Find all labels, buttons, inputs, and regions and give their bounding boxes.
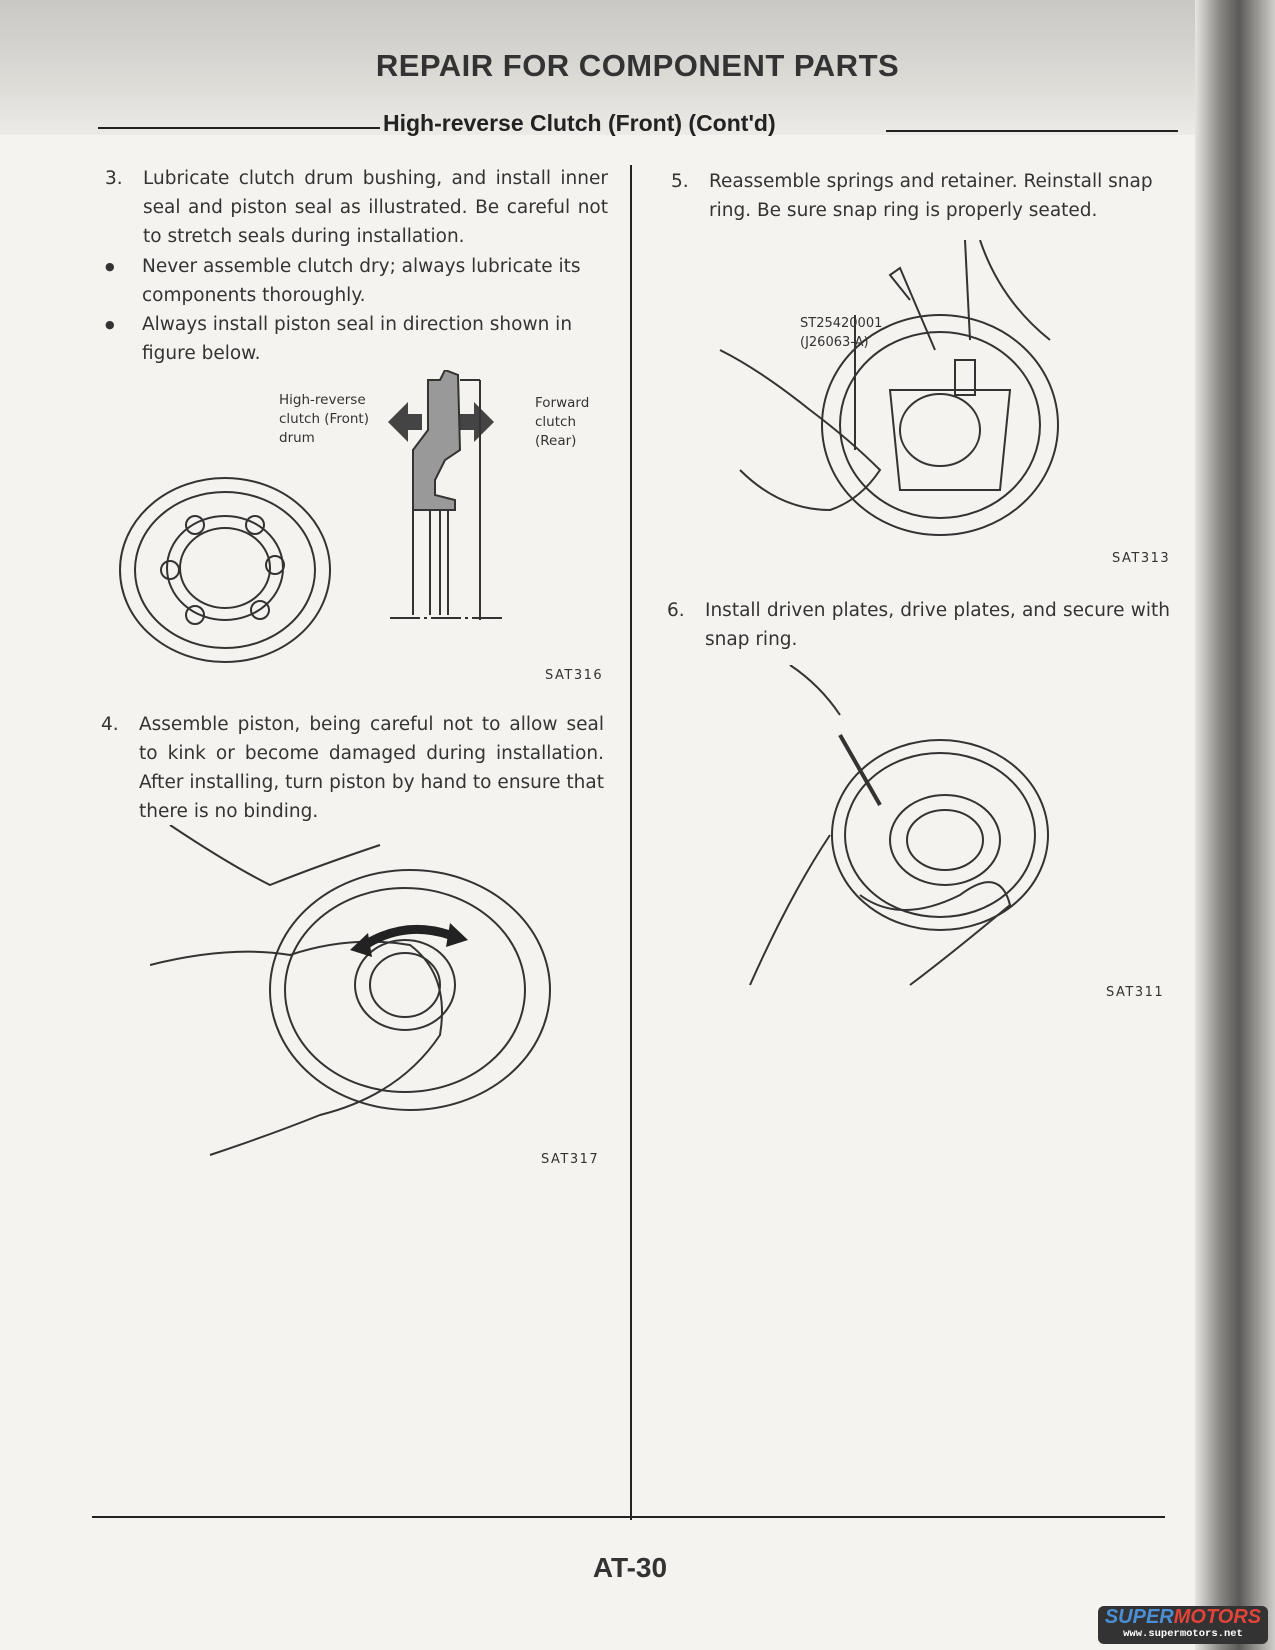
- tool-number: ST25420001: [800, 316, 883, 331]
- bullet-1: ● Never assemble clutch dry; always lubr…: [105, 252, 608, 310]
- page-title: REPAIR FOR COMPONENT PARTS: [375, 48, 900, 83]
- logo-text-a: SUPER: [1104, 1606, 1174, 1628]
- piston-install-illustration: [150, 825, 551, 1156]
- bullet-2: ● Always install piston seal in directio…: [105, 310, 608, 368]
- step-5: 5. Reassemble springs and retainer. Rein…: [671, 167, 1174, 225]
- clutch-drum-drawing: [119, 477, 331, 663]
- step-3: 3. Lubricate clutch drum bushing, and in…: [105, 164, 608, 251]
- arrow-right-icon: [460, 402, 494, 442]
- bullet-text: Never assemble clutch dry; always lubric…: [142, 256, 581, 306]
- page-number: AT-30: [592, 1552, 668, 1583]
- piston-seal-diagram: [119, 370, 505, 663]
- section-subtitle: High-reverse Clutch (Front) (Cont'd): [383, 110, 776, 136]
- step-text: Reassemble springs and retainer. Reinsta…: [709, 171, 1153, 221]
- bullet-icon: ●: [105, 318, 115, 331]
- figure-caption-sat313: SAT313: [1112, 551, 1171, 566]
- arrow-left-icon: [388, 402, 422, 442]
- logo-url: www.supermotors.net: [1123, 1628, 1243, 1640]
- tool-alt-number: (J26063-A): [800, 335, 869, 350]
- bullet-icon: ●: [105, 260, 115, 273]
- step-text: Lubricate clutch drum bushing, and insta…: [143, 168, 608, 247]
- scan-binding-edge: [1195, 0, 1275, 1650]
- step-text: Install driven plates, drive plates, and…: [705, 600, 1170, 650]
- step-number: 3.: [105, 168, 123, 189]
- plates-install-illustration: [749, 665, 1049, 986]
- label-high-reverse-drum: High-reverse clutch (Front) drum: [279, 392, 369, 446]
- tool-number-label: ST25420001 (J26063-A): [800, 314, 882, 352]
- step-number: 5.: [671, 171, 689, 192]
- step-4: 4. Assemble piston, being careful not to…: [101, 710, 604, 826]
- scan-header-shading: [0, 0, 1275, 135]
- seal-cross-section: [390, 370, 505, 620]
- figure-caption-sat317: SAT317: [541, 1152, 600, 1167]
- heading-rule-left: [98, 127, 380, 129]
- bullet-text: Always install piston seal in direction …: [142, 314, 573, 364]
- label-forward-clutch: Forward clutch (Rear): [535, 395, 590, 449]
- logo-text-b: MOTORS: [1173, 1606, 1262, 1628]
- supermotors-watermark-logo: SUPERMOTORS www.supermotors.net: [1098, 1606, 1268, 1644]
- rotate-arrow-icon: [362, 924, 452, 949]
- snap-ring-tool-illustration: [719, 240, 1059, 536]
- section-heading: High-reverse Clutch (Front) (Cont'd): [98, 110, 1178, 140]
- figure-caption-sat316: SAT316: [545, 668, 604, 683]
- step-number: 6.: [667, 600, 685, 621]
- footer-rule: [92, 1516, 1165, 1518]
- step-6: 6. Install driven plates, drive plates, …: [667, 596, 1170, 654]
- figure-caption-sat311: SAT311: [1106, 985, 1165, 1000]
- column-divider: [630, 165, 632, 1520]
- step-text: Assemble piston, being careful not to al…: [139, 714, 604, 822]
- step-number: 4.: [101, 714, 119, 735]
- heading-rule-right: [886, 130, 1178, 132]
